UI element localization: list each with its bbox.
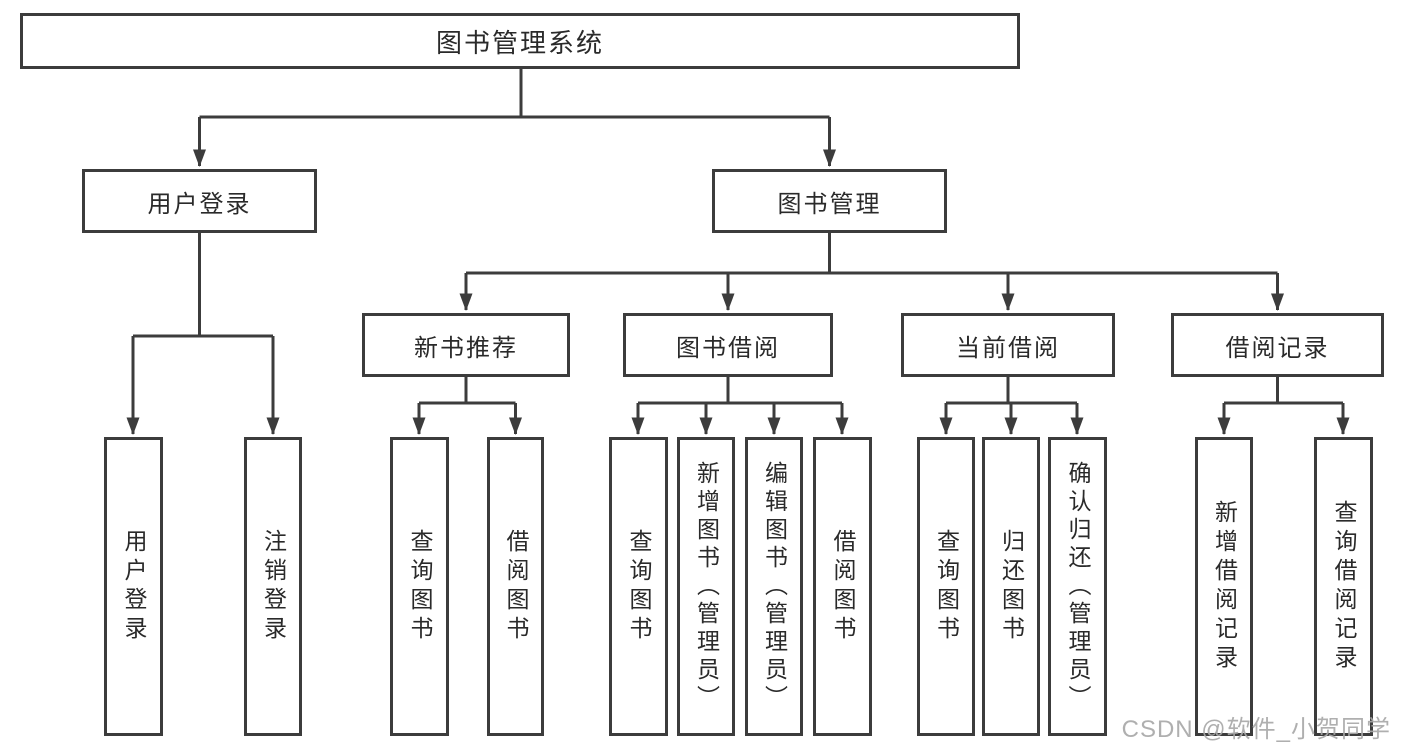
- leaf-borrow-books-recommend: 借阅图书: [487, 437, 544, 736]
- node-borrow-record: 借阅记录: [1171, 313, 1384, 377]
- node-root-system: 图书管理系统: [20, 13, 1020, 69]
- leaf-add-borrow-record: 新增借阅记录: [1195, 437, 1253, 736]
- csdn-watermark: CSDN @软件_小贺同学: [1121, 716, 1391, 743]
- node-book-management: 图书管理: [712, 169, 947, 233]
- wire-user-login-trunk: [133, 233, 273, 338]
- leaf-query-books-borrow: 查询图书: [609, 437, 668, 736]
- leaf-edit-books-admin: 编辑图书（管理员）: [745, 437, 803, 736]
- leaf-add-books-admin: 新增图书（管理员）: [677, 437, 735, 736]
- node-book-borrow: 图书借阅: [623, 313, 833, 377]
- leaf-query-books-current: 查询图书: [917, 437, 975, 736]
- node-user-login: 用户登录: [82, 169, 317, 233]
- leaf-query-books-recommend: 查询图书: [390, 437, 449, 736]
- wire-book-borrow-trunk: [638, 377, 842, 405]
- node-new-book-recommend: 新书推荐: [362, 313, 570, 377]
- wire-root-trunk: [199, 69, 830, 119]
- leaf-borrow-books: 借阅图书: [813, 437, 872, 736]
- wire-borrow-record-trunk: [1224, 377, 1343, 405]
- leaf-user-login: 用户登录: [104, 437, 163, 736]
- leaf-confirm-return-admin: 确认归还（管理员）: [1048, 437, 1107, 736]
- wire-book-mgmt-trunk: [466, 233, 1278, 275]
- leaf-query-borrow-record: 查询借阅记录: [1314, 437, 1373, 736]
- node-current-borrow: 当前借阅: [901, 313, 1115, 377]
- wire-new-book-trunk: [419, 377, 516, 405]
- leaf-return-books: 归还图书: [982, 437, 1040, 736]
- wire-current-borrow-trunk: [946, 377, 1077, 405]
- leaf-logout: 注销登录: [244, 437, 302, 736]
